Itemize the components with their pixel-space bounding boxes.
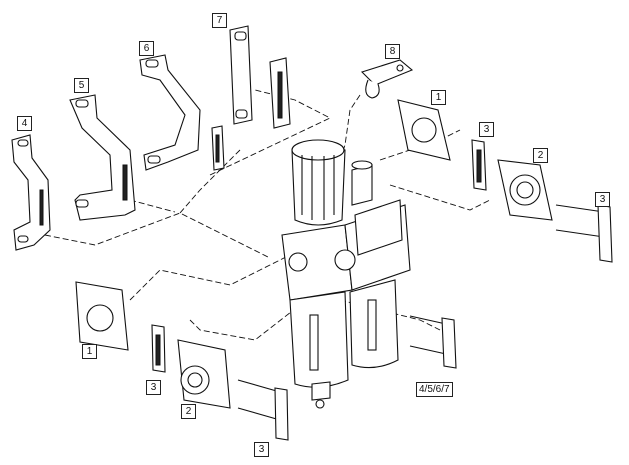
callout-4: 4 [17, 116, 32, 131]
callout-1-bottom: 1 [82, 344, 97, 359]
callout-4-5-6-7: 4/5/6/7 [416, 382, 453, 397]
callout-1-top: 1 [431, 90, 446, 105]
bolts-part-3-bottom [237, 379, 289, 441]
bracket-part-5 [69, 94, 136, 221]
filter-regulator-unit [281, 139, 411, 409]
callout-8: 8 [385, 44, 400, 59]
callout-7: 7 [212, 13, 227, 28]
lock-part-8 [360, 59, 414, 99]
callout-5: 5 [74, 78, 89, 93]
bracket-part-7 [229, 25, 291, 129]
clip-part-3-right [471, 139, 487, 191]
bolts-part-3-far-right [555, 204, 613, 263]
callout-3-right: 3 [479, 122, 494, 137]
bracket-part-6 [139, 54, 225, 171]
bolts-part-4-5-6-7 [409, 315, 457, 369]
callout-3-far-right: 3 [595, 192, 610, 207]
callout-3-bottom-left: 3 [146, 380, 161, 395]
bracket-part-4 [11, 134, 51, 251]
clip-part-3-bottom-left [151, 324, 166, 373]
callout-group-label: 4/5/6/7 [416, 382, 453, 397]
callout-6: 6 [139, 41, 154, 56]
flange-part-2-right [497, 159, 553, 221]
flange-part-2-bottom [177, 339, 231, 409]
callout-3-bottom: 3 [254, 442, 269, 457]
callout-2-bottom: 2 [181, 404, 196, 419]
callout-2-right: 2 [533, 148, 548, 163]
port-plate-part-1-top [397, 99, 451, 161]
port-plate-part-1-bottom [75, 281, 129, 351]
